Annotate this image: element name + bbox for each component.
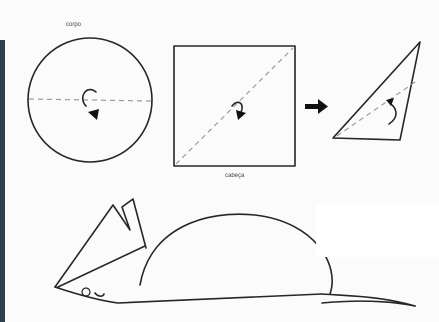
triangle-fold-line (336, 79, 419, 137)
mouse-ears-outline (54, 198, 147, 288)
faded-top-caption (162, 0, 242, 8)
circle-caption: corpo (66, 22, 82, 28)
arrow-head-icon (88, 109, 99, 120)
mouse-fold-edge (57, 245, 146, 288)
mouse-eye (81, 287, 91, 297)
left-edge-strip (0, 40, 5, 322)
mouse-figure (54, 198, 416, 307)
square-fold-line (175, 47, 294, 165)
arrow-head-icon (236, 110, 246, 120)
square-caption: cabeça (225, 173, 245, 179)
curved-arrow-icon (388, 103, 397, 125)
square-piece (173, 45, 296, 167)
circle-fold-line (28, 98, 152, 102)
blank-patch (316, 205, 439, 257)
circle-outline (27, 37, 153, 163)
mouse-nose (94, 292, 105, 297)
circle-piece (27, 37, 153, 163)
mouse-body-outline (139, 213, 333, 295)
triangle-piece (332, 41, 421, 141)
curved-arrow-icon (81, 88, 97, 107)
mouse-base-outline (54, 286, 323, 304)
mouse-tail-lower (321, 300, 416, 307)
arrow-head-icon (386, 98, 394, 106)
square-outline (173, 45, 296, 167)
triangle-outline (332, 41, 421, 141)
right-arrow-icon (305, 99, 328, 114)
mouse-tail-upper (321, 293, 416, 307)
